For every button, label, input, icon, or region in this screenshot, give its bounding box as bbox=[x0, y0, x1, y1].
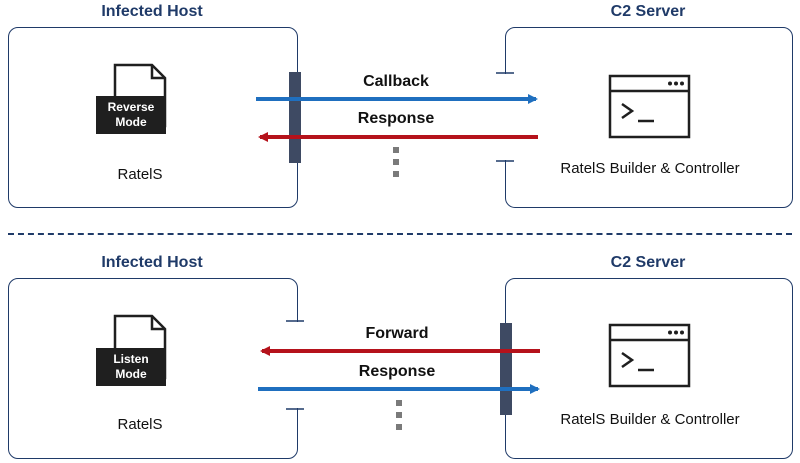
bottom-host-label: RatelS bbox=[117, 416, 163, 433]
bottom-dot-2 bbox=[396, 412, 402, 418]
bottom-terminal-icon bbox=[608, 323, 691, 388]
bottom-infected-host-title: Infected Host bbox=[101, 254, 203, 271]
top-server-border-gap bbox=[503, 74, 509, 160]
bottom-c2-server-title: C2 Server bbox=[610, 254, 686, 271]
bottom-response-label: Response bbox=[358, 363, 436, 380]
bottom-mode-line1: Listen bbox=[113, 352, 149, 366]
top-mode-line1: Reverse bbox=[107, 100, 155, 114]
top-infected-host-title: Infected Host bbox=[101, 3, 203, 20]
bottom-server-label: RatelS Builder & Controller bbox=[560, 411, 740, 428]
bottom-mode-badge: Listen Mode bbox=[96, 348, 166, 386]
bottom-dot-1 bbox=[396, 400, 402, 406]
top-host-label: RatelS bbox=[117, 166, 163, 183]
top-callback-label: Callback bbox=[363, 73, 429, 90]
top-terminal-icon bbox=[608, 74, 691, 139]
top-mode-line2: Mode bbox=[115, 115, 147, 129]
bottom-dot-3 bbox=[396, 424, 402, 430]
bottom-host-border-gap-mask bbox=[295, 322, 301, 408]
bottom-mode-line2: Mode bbox=[115, 367, 147, 381]
top-firewall-bar bbox=[289, 72, 301, 163]
top-response-label: Response bbox=[357, 110, 435, 127]
top-server-label: RatelS Builder & Controller bbox=[560, 160, 740, 177]
section-divider bbox=[8, 233, 792, 235]
top-c2-server-title: C2 Server bbox=[610, 3, 686, 20]
bottom-firewall-bar bbox=[500, 323, 512, 415]
top-dot-1 bbox=[393, 147, 399, 153]
bottom-forward-label: Forward bbox=[365, 325, 429, 342]
top-dot-2 bbox=[393, 159, 399, 165]
top-dot-3 bbox=[393, 171, 399, 177]
top-mode-badge: Reverse Mode bbox=[96, 96, 166, 134]
